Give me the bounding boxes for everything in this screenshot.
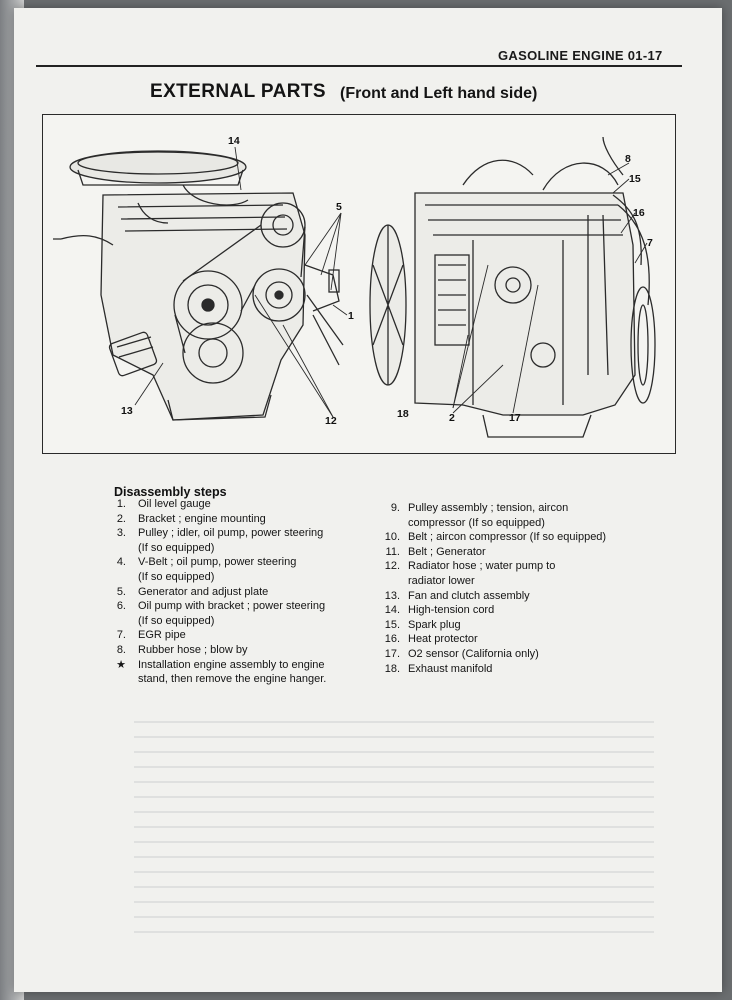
callout-5: 5 [336,201,342,213]
callout-2: 2 [449,412,455,424]
callout-1: 1 [348,310,354,322]
running-head: GASOLINE ENGINE 01-17 [498,48,663,63]
front-view-engine [53,150,344,421]
step-text: Pulley assembly ; tension, aircon [408,502,569,514]
step-text: High-tension cord [408,604,495,617]
manual-page: GASOLINE ENGINE 01-17 EXTERNAL PARTS (Fr… [14,8,722,992]
step-number: 11. [385,545,400,558]
disassembly-title: Disassembly steps [114,485,227,499]
engine-drawing [53,136,656,438]
step-text: EGR pipe [138,629,186,642]
step-number: 15. [384,618,400,631]
step-number: 10. [384,531,400,544]
step-number: 3. [116,527,126,540]
callout-16: 16 [633,207,645,219]
callout-15: 15 [629,173,641,185]
step-number: 13. [384,589,400,602]
step-number: 4. [116,556,126,569]
step-text: (If so equipped) [138,541,215,554]
step-number: 14. [384,604,400,617]
step-number: 16. [384,633,400,646]
step-text: Oil pump with bracket ; power steering [138,600,326,613]
step-number: 7. [116,629,126,642]
callout-8: 8 [625,153,631,165]
step-text: Exhaust manifold [408,662,493,675]
show-through-texture [134,708,654,948]
step-text: Oil level gauge [138,498,211,510]
step-number: 17. [384,648,400,660]
step-text: O2 sensor (California only) [408,648,539,660]
step-text: Bracket ; engine mounting [138,512,266,525]
step-text: stand, then remove the engine hanger. [138,673,327,686]
step-text: Fan and clutch assembly [408,589,530,602]
step-text: Radiator hose ; water pump to [408,560,556,573]
step-text: Installation engine assembly to engine [138,658,325,671]
step-text: Pulley ; idler, oil pump, power steering [138,527,324,540]
callout-12: 12 [325,415,337,427]
step-text: V-Belt ; oil pump, power steering [138,556,297,569]
header-rule [36,65,682,67]
step-number: 9. [390,502,400,514]
step-text: Generator and adjust plate [138,585,269,598]
step-text: Spark plug [408,618,461,631]
step-number: 1. [116,498,126,510]
step-number: 5. [116,585,126,598]
engine-illustration: 14 5 1 12 13 8 15 16 7 18 2 17 [42,114,676,454]
step-text: radiator lower [408,574,475,587]
step-number: ★ [116,658,126,671]
step-number: 8. [116,644,126,656]
step-number: 18. [384,662,400,675]
step-text: (If so equipped) [138,614,215,627]
step-text: compressor (If so equipped) [408,516,545,529]
callout-7: 7 [647,237,653,249]
page-title: EXTERNAL PARTS [150,81,326,102]
step-text: Rubber hose ; blow by [138,644,248,656]
step-number: 6. [116,600,126,613]
step-text: Belt ; aircon compressor (If so equipped… [408,531,607,544]
page-subtitle: (Front and Left hand side) [340,85,538,102]
callout-leaders [134,146,648,418]
step-number: 12. [384,560,400,573]
step-text: Belt ; Generator [408,545,486,558]
callout-13: 13 [121,405,133,417]
callout-17: 17 [509,412,521,424]
callout-18: 18 [397,408,409,420]
step-text: (If so equipped) [138,570,215,583]
side-view-engine [369,136,656,438]
callout-14: 14 [228,135,240,147]
step-number: 2. [116,512,126,525]
step-text: Heat protector [408,633,478,646]
